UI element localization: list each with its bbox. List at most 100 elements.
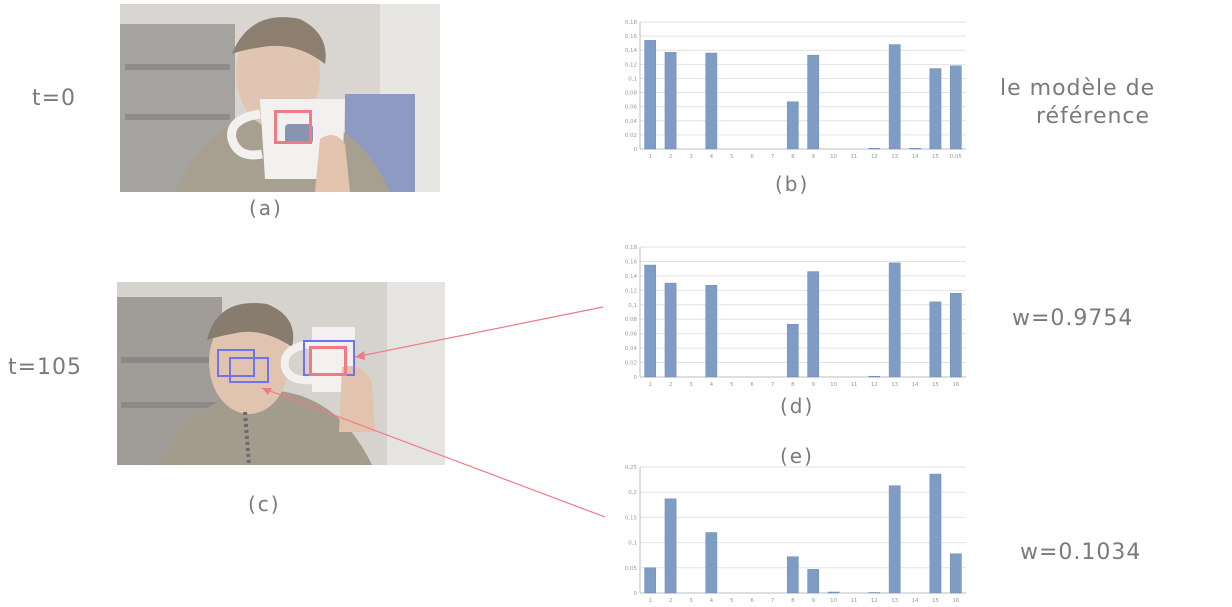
x-tick-label: 10	[830, 598, 837, 604]
y-tick-label: 0,02	[625, 361, 637, 367]
time-label-t105: t=105	[8, 355, 83, 380]
x-tick-label: 12	[871, 598, 878, 604]
x-tick-label: 7	[771, 598, 775, 604]
bar	[909, 148, 921, 150]
video-frame-t105	[117, 282, 445, 465]
candidate-box-face-1	[217, 349, 255, 377]
x-tick-label: 15	[932, 154, 939, 160]
bar	[664, 498, 677, 594]
bar	[644, 264, 657, 378]
x-tick-label: 2	[669, 154, 673, 160]
y-tick-label: 0,08	[625, 317, 638, 323]
x-tick-label: 1	[648, 154, 652, 160]
x-tick-label: 14	[912, 154, 919, 160]
reference-label-line2: référence	[1036, 104, 1151, 129]
bar	[786, 324, 799, 378]
y-tick-label: 0,16	[625, 259, 638, 265]
x-tick-label: 1	[648, 382, 652, 388]
bar	[644, 40, 657, 150]
y-tick-label: 0,2	[628, 490, 637, 496]
x-tick-label: 6	[750, 382, 754, 388]
y-tick-label: 0,14	[625, 48, 638, 54]
y-tick-label: 0,05	[625, 566, 638, 572]
y-tick-label: 0,06	[625, 332, 638, 338]
bar	[644, 567, 657, 594]
x-tick-label: 13	[891, 154, 898, 160]
y-tick-label: 0,04	[625, 346, 638, 352]
x-tick-label: 7	[771, 382, 775, 388]
bar	[664, 282, 677, 378]
caption-d: (d)	[780, 394, 815, 418]
y-tick-label: 0,02	[625, 133, 637, 139]
y-tick-label: 0,15	[625, 515, 638, 521]
x-tick-label: 12	[871, 382, 878, 388]
y-tick-label: 0,1	[628, 541, 637, 547]
x-tick-label: 4	[710, 382, 714, 388]
x-tick-label: 5	[730, 382, 734, 388]
bar	[868, 376, 881, 378]
x-tick-label: 7	[771, 154, 775, 160]
x-tick-label: 2	[669, 598, 673, 604]
x-tick-label: 10	[830, 154, 837, 160]
y-tick-label: 0,25	[625, 465, 638, 471]
x-tick-label: 15	[932, 382, 939, 388]
x-tick-label: 11	[850, 598, 857, 604]
y-tick-label: 0	[634, 591, 638, 597]
video-frame-t0	[120, 4, 440, 192]
y-tick-label: 0,14	[625, 274, 638, 280]
y-tick-label: 0,1	[628, 303, 637, 309]
y-tick-label: 0,18	[625, 245, 638, 251]
bar	[868, 592, 881, 594]
caption-e: (e)	[780, 444, 814, 468]
weight-label-e: w=0.1034	[1020, 540, 1142, 565]
x-tick-label: 0,05	[950, 154, 963, 160]
x-tick-label: 8	[791, 598, 795, 604]
x-tick-label: 3	[689, 382, 693, 388]
time-label-t0: t=0	[32, 86, 77, 111]
x-tick-label: 11	[850, 154, 857, 160]
bar	[949, 65, 962, 150]
x-tick-label: 13	[891, 598, 898, 604]
x-tick-label: 1	[648, 598, 652, 604]
x-tick-label: 3	[689, 154, 693, 160]
x-tick-label: 9	[811, 382, 815, 388]
reference-label-line1: le modèle de	[1000, 76, 1156, 101]
y-tick-label: 0,16	[625, 34, 638, 40]
caption-a: (a)	[249, 196, 283, 220]
y-tick-label: 0,06	[625, 105, 638, 111]
x-tick-label: 5	[730, 154, 734, 160]
x-tick-label: 16	[952, 382, 959, 388]
y-tick-label: 0,18	[625, 20, 638, 26]
y-tick-label: 0,12	[625, 62, 637, 68]
bar	[929, 473, 942, 594]
x-tick-label: 13	[891, 382, 898, 388]
candidate-box-face-2	[229, 357, 269, 383]
bar	[868, 148, 881, 150]
x-tick-label: 5	[730, 598, 734, 604]
x-tick-label: 10	[830, 382, 837, 388]
x-tick-label: 8	[791, 154, 795, 160]
x-tick-label: 9	[811, 154, 815, 160]
caption-b: (b)	[775, 172, 810, 196]
bar	[929, 68, 942, 150]
x-tick-label: 9	[811, 598, 815, 604]
bar	[827, 591, 840, 594]
bar	[888, 485, 901, 594]
y-tick-label: 0	[634, 147, 638, 153]
x-tick-label: 4	[710, 598, 714, 604]
y-tick-label: 0,1	[628, 76, 637, 82]
x-tick-label: 11	[850, 382, 857, 388]
y-tick-label: 0,04	[625, 119, 638, 125]
bar	[786, 101, 799, 150]
x-tick-label: 8	[791, 382, 795, 388]
x-tick-label: 14	[912, 598, 919, 604]
y-tick-label: 0,12	[625, 288, 637, 294]
x-tick-label: 16	[952, 598, 959, 604]
x-tick-label: 12	[871, 154, 878, 160]
bar	[705, 532, 718, 594]
